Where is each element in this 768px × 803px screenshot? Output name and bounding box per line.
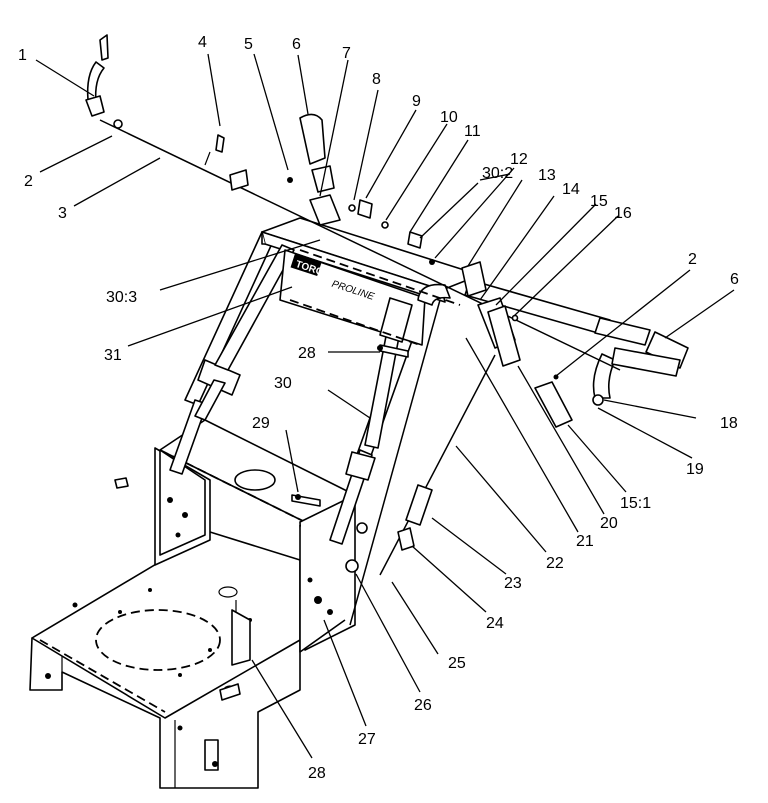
- callout-22: 22: [546, 555, 564, 572]
- callout-4: 4: [198, 34, 207, 51]
- callout-21: 21: [576, 533, 594, 550]
- callout-12: 12: [510, 151, 528, 168]
- deck-base: [29, 531, 301, 789]
- callout-27: 27: [358, 731, 376, 748]
- callout-7: 7: [342, 45, 351, 62]
- callout-20: 20: [600, 515, 618, 532]
- callout-6: 6: [292, 36, 301, 53]
- callout-3: 3: [58, 205, 67, 222]
- callout-18: 18: [720, 415, 738, 432]
- callout-26: 26: [414, 697, 432, 714]
- callout-28b: 28: [308, 765, 326, 782]
- callout-9: 9: [412, 93, 421, 110]
- callout-10: 10: [440, 109, 458, 126]
- callout-30: 30: [274, 375, 292, 392]
- callout-2b: 2: [688, 251, 697, 268]
- callout-23: 23: [504, 575, 522, 592]
- callout-19: 19: [686, 461, 704, 478]
- callout-labels: 1 2 3 4 5 6 7 8 9 10 11 30:2 12 13 14 15…: [18, 34, 739, 782]
- callout-5: 5: [244, 36, 253, 53]
- callout-11: 11: [464, 123, 481, 140]
- callout-8: 8: [372, 71, 381, 88]
- control-cables: [85, 34, 621, 626]
- callout-1: 1: [18, 47, 27, 64]
- handle-tubes: TORO PROLINE: [169, 217, 689, 545]
- callout-25: 25: [448, 655, 466, 672]
- callout-31: 31: [104, 347, 122, 364]
- callout-29: 29: [252, 415, 270, 432]
- callout-24: 24: [486, 615, 504, 632]
- callout-6b: 6: [730, 271, 739, 288]
- handle-bracket-box: [114, 419, 368, 666]
- callout-14: 14: [562, 181, 580, 198]
- callout-16: 16: [614, 205, 632, 222]
- callout-30-3: 30:3: [106, 289, 137, 306]
- callout-2: 2: [24, 173, 33, 190]
- leader-lines: [35, 53, 735, 759]
- callout-28a: 28: [298, 345, 316, 362]
- callout-13: 13: [538, 167, 556, 184]
- callout-30-2: 30:2: [482, 165, 513, 182]
- callout-15-1: 15:1: [620, 495, 651, 512]
- callout-15: 15: [590, 193, 608, 210]
